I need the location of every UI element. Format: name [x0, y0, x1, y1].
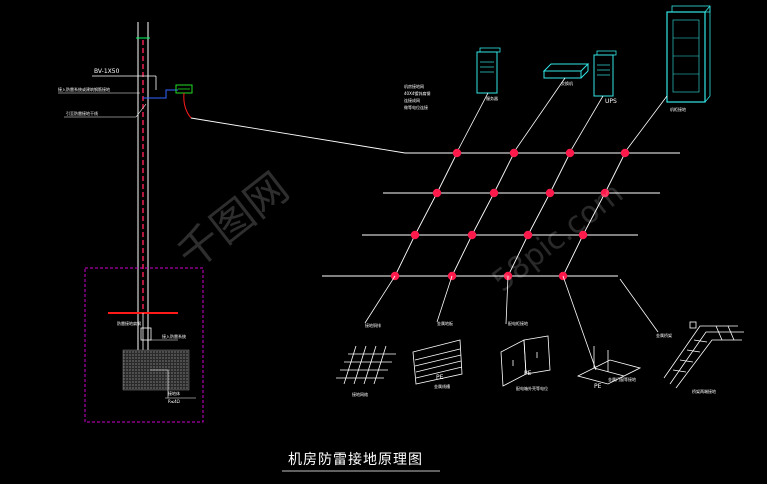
- box-pe-label: PE: [524, 370, 532, 377]
- diagram-title: 机房防雷接地原理图: [288, 452, 423, 468]
- cable-leaders: [58, 75, 178, 118]
- grid-note-4: 做等电位连接: [404, 105, 428, 110]
- surge-arrester: [175, 84, 193, 94]
- box-sub-label: 配电箱外壳等电位: [516, 386, 548, 391]
- terminal-leaders: [364, 275, 659, 371]
- grid-node: [523, 230, 533, 240]
- box-label: 配电柜接地: [508, 321, 528, 326]
- grid-column: [451, 152, 515, 277]
- grid-note-2: 40X4镀锌扁钢: [404, 91, 431, 96]
- grid-node: [489, 188, 499, 198]
- grounding-pit: [84, 267, 204, 423]
- grid-note-3: 连接成网: [404, 98, 420, 103]
- arrester-cable: [183, 92, 192, 119]
- earth-ohm-label: R≤4Ω: [168, 399, 180, 404]
- mesh-sub-label: 接地网络: [352, 392, 368, 397]
- rack-label: 机柜接地: [670, 107, 686, 112]
- metal-floor-icon: [412, 339, 463, 385]
- grid-node: [600, 188, 610, 198]
- ups-label: UPS: [605, 98, 617, 105]
- mesh-label: 接地铜排: [365, 323, 381, 328]
- floor-frame-icon: [576, 346, 642, 385]
- pole-note-1: 接入防雷系统或建筑钢筋接地: [58, 87, 110, 92]
- grid-column: [394, 152, 458, 277]
- pole-note-2: 引至防雷接地干线: [66, 111, 98, 116]
- ground-note-label: 接入防雷系统: [162, 334, 186, 339]
- grid-node: [620, 148, 630, 158]
- grid-node: [410, 230, 420, 240]
- frame-sub-label: 金属门窗等接地: [608, 377, 636, 382]
- ground-flat-label: 防雷接地扁钢: [117, 321, 141, 326]
- grid-node: [452, 148, 462, 158]
- tray-sub-label: 桥架两端接地: [692, 389, 716, 394]
- rack-icon: [666, 5, 711, 103]
- grid-column: [562, 152, 626, 277]
- switch-icon: [542, 63, 590, 79]
- server-icon: [476, 47, 501, 94]
- earth-rt-label: 接地体: [168, 391, 180, 396]
- grid-node: [467, 230, 477, 240]
- cable-tray-icon: [663, 321, 744, 389]
- floor-sub-label: 金属线槽: [434, 384, 450, 389]
- grid-node: [432, 188, 442, 198]
- switch-label: 交换机: [561, 81, 573, 86]
- distribution-box-icon: [500, 335, 551, 387]
- bv-cable-label: BV-1X50: [94, 68, 120, 75]
- tray-label: 金属桥架: [656, 333, 672, 338]
- grid-node: [509, 148, 519, 158]
- grid-node: [565, 148, 575, 158]
- server-label: 服务器: [486, 96, 498, 101]
- ground-mesh-icon: [336, 345, 396, 385]
- ups-icon: [593, 50, 617, 97]
- earth-lead-line: [190, 117, 406, 154]
- grid-note-1: 机房接地网: [404, 84, 424, 89]
- grounding-pole: [136, 22, 150, 350]
- equipment-leaders: [456, 77, 668, 153]
- grid-column: [507, 152, 571, 277]
- grid-node: [545, 188, 555, 198]
- frame-pe-label: PE: [594, 383, 602, 390]
- floor-pe-label: PE: [436, 374, 444, 381]
- grid-node: [578, 230, 588, 240]
- floor-label: 金属地板: [437, 321, 453, 326]
